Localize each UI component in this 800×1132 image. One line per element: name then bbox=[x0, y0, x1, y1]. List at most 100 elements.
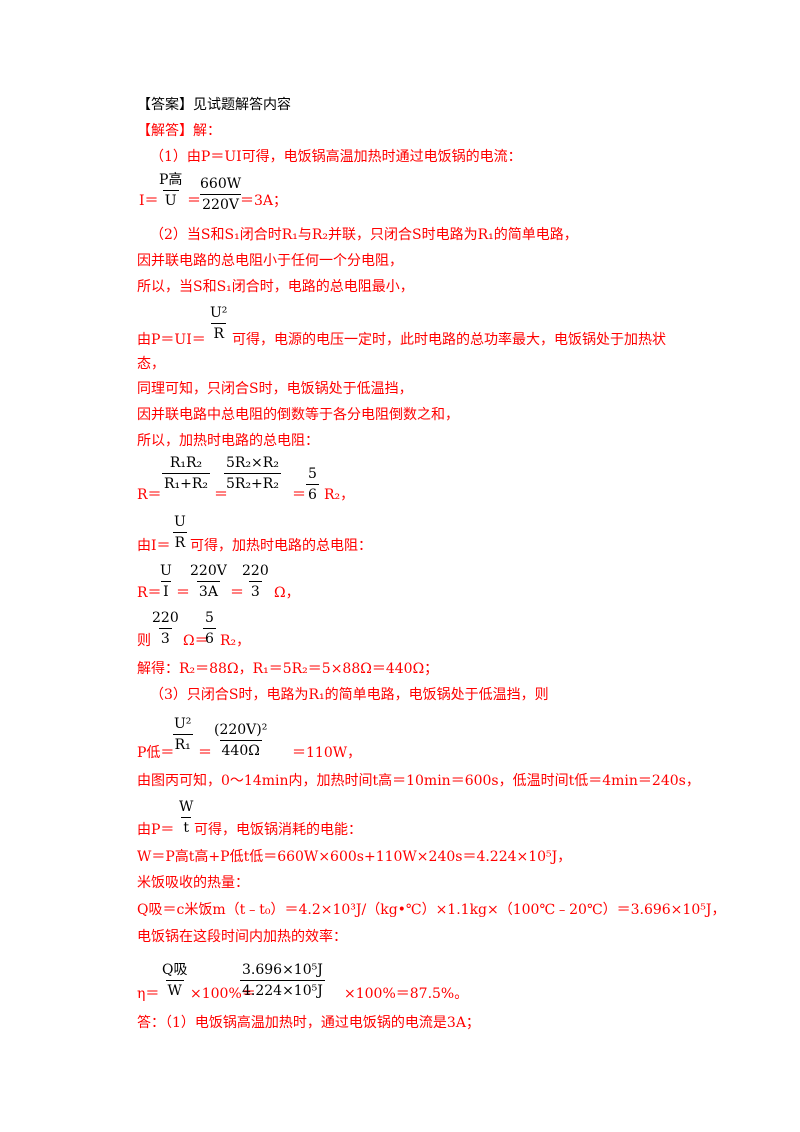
part1-result: ＝3A； bbox=[240, 193, 288, 209]
fraction-denominator: 6 bbox=[203, 628, 216, 647]
then-pre: 则 bbox=[137, 633, 151, 649]
q-equation: Q吸＝c米饭m（t﹣t₀）＝4.2×10³J/（kg•℃）×1.1kg×（100… bbox=[137, 902, 726, 918]
w-post: 可得，电饭锅消耗的电能： bbox=[194, 822, 362, 838]
fraction-numerator: 660W bbox=[200, 176, 242, 192]
part3-intro: （3）只闭合S时，电路为R₁的简单电路，电饭锅处于低温挡，则 bbox=[150, 687, 549, 703]
fraction-denominator: R bbox=[172, 532, 188, 551]
eta-mid: ×100%＝ bbox=[190, 986, 256, 1002]
then-fraction-1: 220 3 bbox=[150, 610, 181, 647]
fraction-denominator: 6 bbox=[306, 484, 319, 503]
fraction-numerator: 5R₂×R₂ bbox=[226, 455, 279, 471]
fraction-numerator: (220V)² bbox=[214, 722, 268, 738]
then-fraction-2: 5 6 bbox=[203, 610, 216, 647]
i-post: 可得，加热时电路的总电阻： bbox=[190, 538, 372, 554]
final-answer-line: 答：（1）电饭锅高温加热时，通过电饭锅的电流是3A； bbox=[137, 1015, 480, 1031]
eta-fraction-1: Q吸 W bbox=[160, 962, 189, 999]
answer-text: 见试题解答内容 bbox=[193, 97, 291, 113]
fraction-denominator: U bbox=[162, 190, 179, 209]
fraction-denominator: I bbox=[161, 581, 171, 600]
fraction-numerator: 3.696×10⁵J bbox=[242, 962, 323, 978]
r-fraction-2: 5R₂×R₂ 5R₂+R₂ bbox=[224, 455, 281, 492]
fraction-numerator: P高 bbox=[159, 172, 183, 188]
r-fraction-1: R₁R₂ R₁+R₂ bbox=[162, 455, 211, 492]
time-line: 由图丙可知，0～14min内，加热时间t高＝10min＝600s，低温时间t低＝… bbox=[137, 773, 700, 789]
fraction-numerator: 220 bbox=[242, 563, 269, 579]
fraction-numerator: U² bbox=[174, 716, 192, 732]
fraction-numerator: U bbox=[160, 563, 172, 579]
fraction-numerator: 220 bbox=[152, 610, 179, 626]
fraction-numerator: R₁R₂ bbox=[169, 455, 203, 471]
i-fraction: U R bbox=[172, 514, 188, 551]
fraction-denominator: 220V bbox=[200, 194, 241, 213]
fraction-numerator: 220V bbox=[190, 563, 227, 579]
fraction-denominator: 5R₂+R₂ bbox=[224, 473, 281, 492]
fraction-numerator: W bbox=[179, 799, 194, 815]
part2-line3: 所以，当S和S₁闭合时，电路的总电阻最小， bbox=[137, 279, 414, 295]
r2-lhs: R＝ bbox=[137, 585, 162, 601]
eta-tail: ×100%＝87.5%。 bbox=[344, 986, 469, 1002]
r-eq2: ＝ bbox=[292, 487, 306, 503]
r2-fraction-1: U I bbox=[158, 563, 174, 600]
part1-lhs: I＝ bbox=[139, 193, 159, 209]
part2-line4-post: 可得，电源的电压一定时，此时电路的总功率最大，电饭锅处于加热状 bbox=[232, 332, 666, 348]
then-mid: Ω＝ bbox=[183, 633, 209, 649]
part1-intro: （1）由P＝UI可得，电饭锅高温加热时通过电饭锅的电流： bbox=[150, 149, 522, 165]
i-pre: 由I＝ bbox=[137, 538, 171, 554]
w-pre: 由P＝ bbox=[137, 822, 175, 838]
fraction-denominator: R bbox=[211, 323, 226, 342]
r-fraction-3: 5 6 bbox=[306, 466, 319, 503]
w-fraction: W t bbox=[177, 799, 195, 836]
fraction-numerator: 5 bbox=[308, 466, 317, 482]
r-eq: ＝ bbox=[214, 487, 228, 503]
fraction-numerator: U bbox=[174, 514, 186, 530]
efficiency-line: 电饭锅在这段时间内加热的效率： bbox=[137, 929, 347, 945]
fraction-denominator: 3A bbox=[196, 581, 220, 600]
part1-fraction-2: 660W 220V bbox=[198, 176, 243, 213]
part2-line7: 因并联电路中总电阻的倒数等于各分电阻倒数之和， bbox=[137, 407, 459, 423]
r2-tail: Ω， bbox=[274, 585, 300, 601]
r2-eq2: ＝ bbox=[230, 585, 244, 601]
solve-line: 解得：R₂＝88Ω，R₁＝5R₂＝5×88Ω＝440Ω； bbox=[137, 661, 439, 677]
fraction-denominator: t bbox=[181, 817, 192, 836]
w-equation: W＝P高t高+P低t低＝660W×600s+110W×240s＝4.224×10… bbox=[137, 849, 572, 865]
p-tail: ＝110W， bbox=[292, 745, 362, 761]
fraction-denominator: 4.224×10⁵J bbox=[240, 980, 325, 999]
fraction-denominator: W bbox=[165, 980, 184, 999]
solution-line: 【解答】解： bbox=[137, 122, 221, 140]
fraction-numerator: Q吸 bbox=[162, 962, 188, 978]
fraction-numerator: 5 bbox=[205, 610, 214, 626]
eta-lhs: η＝ bbox=[137, 986, 160, 1002]
part2-line2: 因并联电路的总电阻小于任何一个分电阻， bbox=[137, 253, 403, 269]
fraction-numerator: U² bbox=[210, 305, 228, 321]
r2-fraction-3: 220 3 bbox=[240, 563, 271, 600]
p-fraction-1: U² R₁ bbox=[172, 716, 193, 753]
part2-line4-pre: 由P＝UI＝ bbox=[137, 332, 206, 348]
r-lhs: R＝ bbox=[137, 487, 162, 503]
part1-fraction-1: P高 U bbox=[157, 172, 184, 209]
solution-text: 解： bbox=[193, 123, 221, 139]
p-eq: ＝ bbox=[198, 745, 212, 761]
fraction-denominator: R₁+R₂ bbox=[162, 473, 211, 492]
then-tail: R₂， bbox=[220, 633, 251, 649]
r2-eq: ＝ bbox=[176, 585, 190, 601]
fraction-denominator: 3 bbox=[248, 581, 262, 600]
eta-fraction-2: 3.696×10⁵J 4.224×10⁵J bbox=[240, 962, 325, 999]
p-lhs: P低＝ bbox=[137, 745, 175, 761]
part2-line1: （2）当S和S₁闭合时R₁与R₂并联，只闭合S时电路为R₁的简单电路， bbox=[150, 227, 578, 243]
fraction-denominator: R₁ bbox=[172, 734, 193, 753]
part2-line8: 所以，加热时电路的总电阻： bbox=[137, 433, 319, 449]
part2-line5: 态， bbox=[137, 356, 165, 372]
part1-eq: ＝ bbox=[187, 193, 201, 209]
p-fraction-2: (220V)² 440Ω bbox=[212, 722, 269, 759]
part2-line6: 同理可知，只闭合S时，电饭锅处于低温挡， bbox=[137, 381, 413, 397]
solution-tag: 【解答】 bbox=[137, 123, 193, 139]
r-tail: R₂， bbox=[324, 487, 355, 503]
answer-tag: 【答案】 bbox=[137, 97, 193, 113]
fraction-denominator: 3 bbox=[158, 628, 172, 647]
r2-fraction-2: 220V 3A bbox=[188, 563, 229, 600]
rice-line: 米饭吸收的热量： bbox=[137, 875, 249, 891]
fraction-denominator: 440Ω bbox=[219, 740, 262, 759]
answer-line: 【答案】见试题解答内容 bbox=[137, 96, 291, 114]
part2-line4-fraction: U² R bbox=[208, 305, 229, 342]
